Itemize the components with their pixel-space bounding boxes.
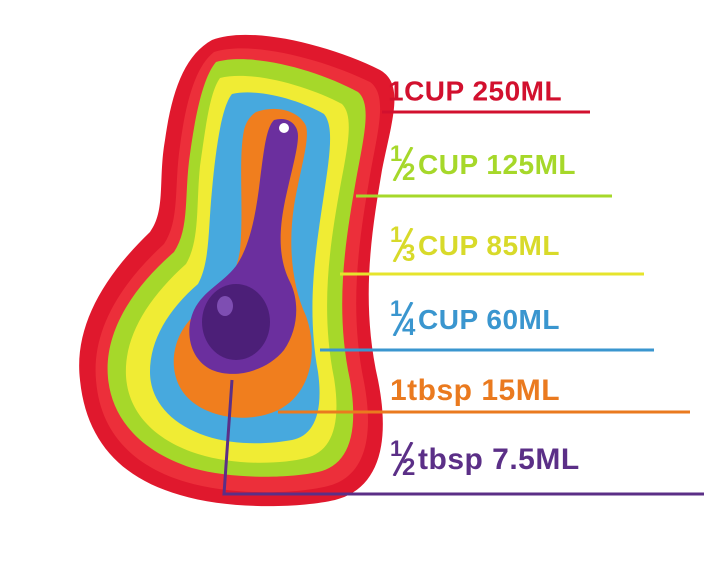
fraction-third: 1 3 <box>388 222 418 267</box>
purple-spoon-bowl <box>202 284 270 360</box>
fraction-denominator: 3 <box>402 240 416 267</box>
label-1tbsp-text: 1tbsp 15ML <box>390 374 561 408</box>
fraction-numerator: 1 <box>390 141 403 166</box>
fraction-denominator: 2 <box>402 454 416 481</box>
label-half-cup: 1 2 CUP 125ML <box>388 141 577 186</box>
leader-line-half-tbsp <box>222 379 704 496</box>
fraction-half: 1 2 <box>388 141 418 186</box>
fraction-denominator: 2 <box>402 159 416 186</box>
label-half-tbsp: 1 2 tbsp 7.5ML <box>388 436 580 481</box>
label-quarter-cup: 1 4 CUP 60ML <box>388 296 560 341</box>
fraction-half-tbsp: 1 2 <box>388 436 418 481</box>
label-1cup: 1CUP 250ML <box>388 74 562 108</box>
fraction-numerator: 1 <box>390 296 403 321</box>
fraction-numerator: 1 <box>390 222 403 247</box>
label-1tbsp: 1tbsp 15ML <box>390 373 560 408</box>
purple-spoon-highlight <box>217 296 233 316</box>
label-third-cup: 1 3 CUP 85ML <box>388 222 560 267</box>
label-1cup-text: 1CUP 250ML <box>388 75 563 107</box>
purple-spoon-hole <box>279 123 289 133</box>
fraction-quarter: 1 4 <box>388 296 418 341</box>
label-third-cup-text: CUP 85ML <box>418 230 560 261</box>
label-half-tbsp-text: tbsp 7.5ML <box>418 443 580 476</box>
label-half-cup-text: CUP 125ML <box>418 149 577 180</box>
label-quarter-cup-text: CUP 60ML <box>418 304 560 335</box>
fraction-denominator: 4 <box>402 314 416 341</box>
fraction-numerator: 1 <box>390 436 403 461</box>
